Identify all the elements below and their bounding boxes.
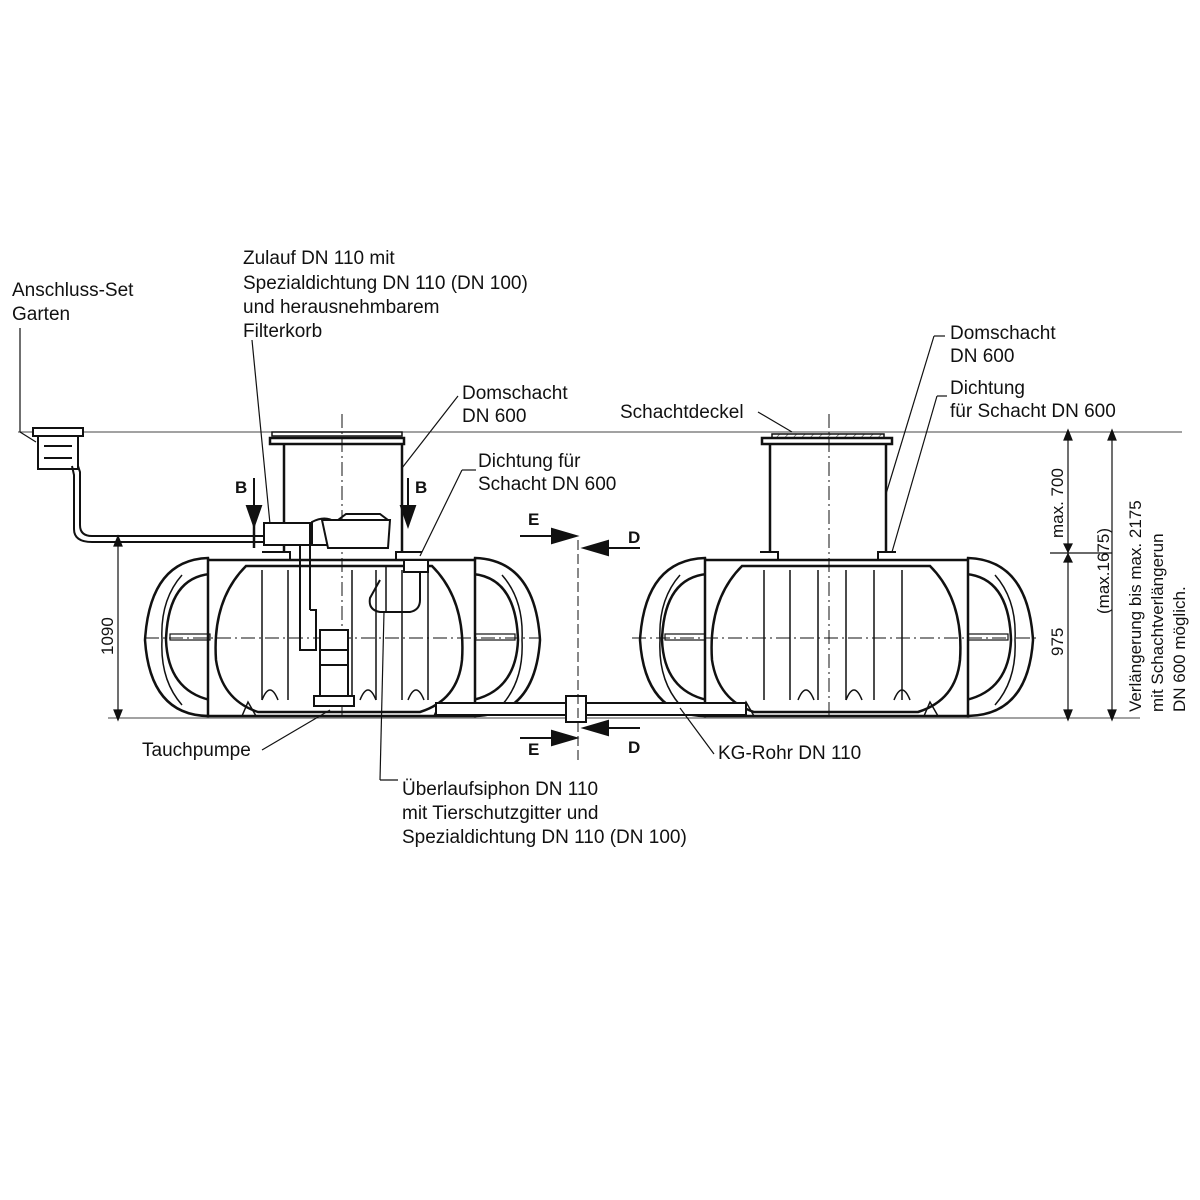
ueberlaufsiphon-drawing: [368, 559, 429, 613]
label-zulauf-3: und herausnehmbarem: [243, 297, 440, 318]
section-arrows-de: [520, 527, 640, 747]
label-anschluss-set-2: Garten: [12, 304, 71, 325]
label-domschacht-left-2: DN 600: [462, 406, 527, 427]
label-domschacht-right-1: Domschacht: [950, 323, 1056, 344]
label-ueberlauf-1: Überlaufsiphon DN 110: [402, 779, 599, 800]
right-shaft: [760, 414, 896, 720]
dimension-975: 975: [1048, 627, 1067, 656]
label-anschluss-set: Anschluss-Set: [12, 280, 134, 301]
label-dichtung-left-2: Schacht DN 600: [478, 474, 617, 495]
section-marker-d-bottom: D: [628, 738, 641, 757]
note-line-3: DN 600 möglich.: [1170, 586, 1189, 712]
section-marker-b-right: B: [415, 478, 428, 497]
anschluss-leader-2: [19, 431, 37, 443]
label-ueberlauf-2: mit Tierschutzgitter und: [402, 803, 599, 824]
left-inlet: [252, 513, 392, 651]
label-schachtdeckel: Schachtdeckel: [620, 402, 744, 423]
label-dichtung-right-2: für Schacht DN 600: [950, 401, 1116, 422]
note-line-1: Verlängerung bis max. 2175: [1126, 500, 1145, 712]
section-marker-e-top: E: [528, 510, 540, 529]
anschluss-set-garten: [32, 427, 268, 543]
label-zulauf-1: Zulauf DN 110 mit: [243, 248, 395, 269]
note-line-2: mit Schachtverlängerun: [1148, 533, 1167, 712]
dimension-max-700: max. 700: [1048, 468, 1067, 538]
left-shaft-seal: [262, 551, 422, 560]
label-dichtung-right-1: Dichtung: [950, 378, 1025, 399]
left-shaft: [268, 414, 406, 720]
label-domschacht-left-1: Domschacht: [462, 383, 568, 404]
label-zulauf-2: Spezialdichtung DN 110 (DN 100): [243, 273, 528, 294]
label-dichtung-left-1: Dichtung für: [478, 451, 581, 472]
dimension-1090: 1090: [98, 617, 117, 655]
tauchpumpe-drawing: [313, 629, 355, 707]
dimension-max-1675: (max.1675): [1094, 528, 1113, 614]
label-ueberlauf-3: Spezialdichtung DN 110 (DN 100): [402, 827, 687, 848]
label-zulauf-4: Filterkorb: [243, 321, 323, 342]
label-domschacht-right-2: DN 600: [950, 346, 1015, 367]
section-marker-e-bottom: E: [528, 740, 540, 759]
label-kg-rohr: KG-Rohr DN 110: [718, 743, 862, 764]
label-tauchpumpe: Tauchpumpe: [142, 740, 251, 761]
dimension-lines: [113, 428, 1117, 722]
right-tank: [632, 556, 1040, 718]
kg-rohr-drawing: [435, 695, 747, 723]
section-marker-d-top: D: [628, 528, 641, 547]
leader-lines: [251, 335, 947, 781]
section-arrows-b: [245, 478, 417, 530]
section-marker-b-left: B: [235, 478, 248, 497]
